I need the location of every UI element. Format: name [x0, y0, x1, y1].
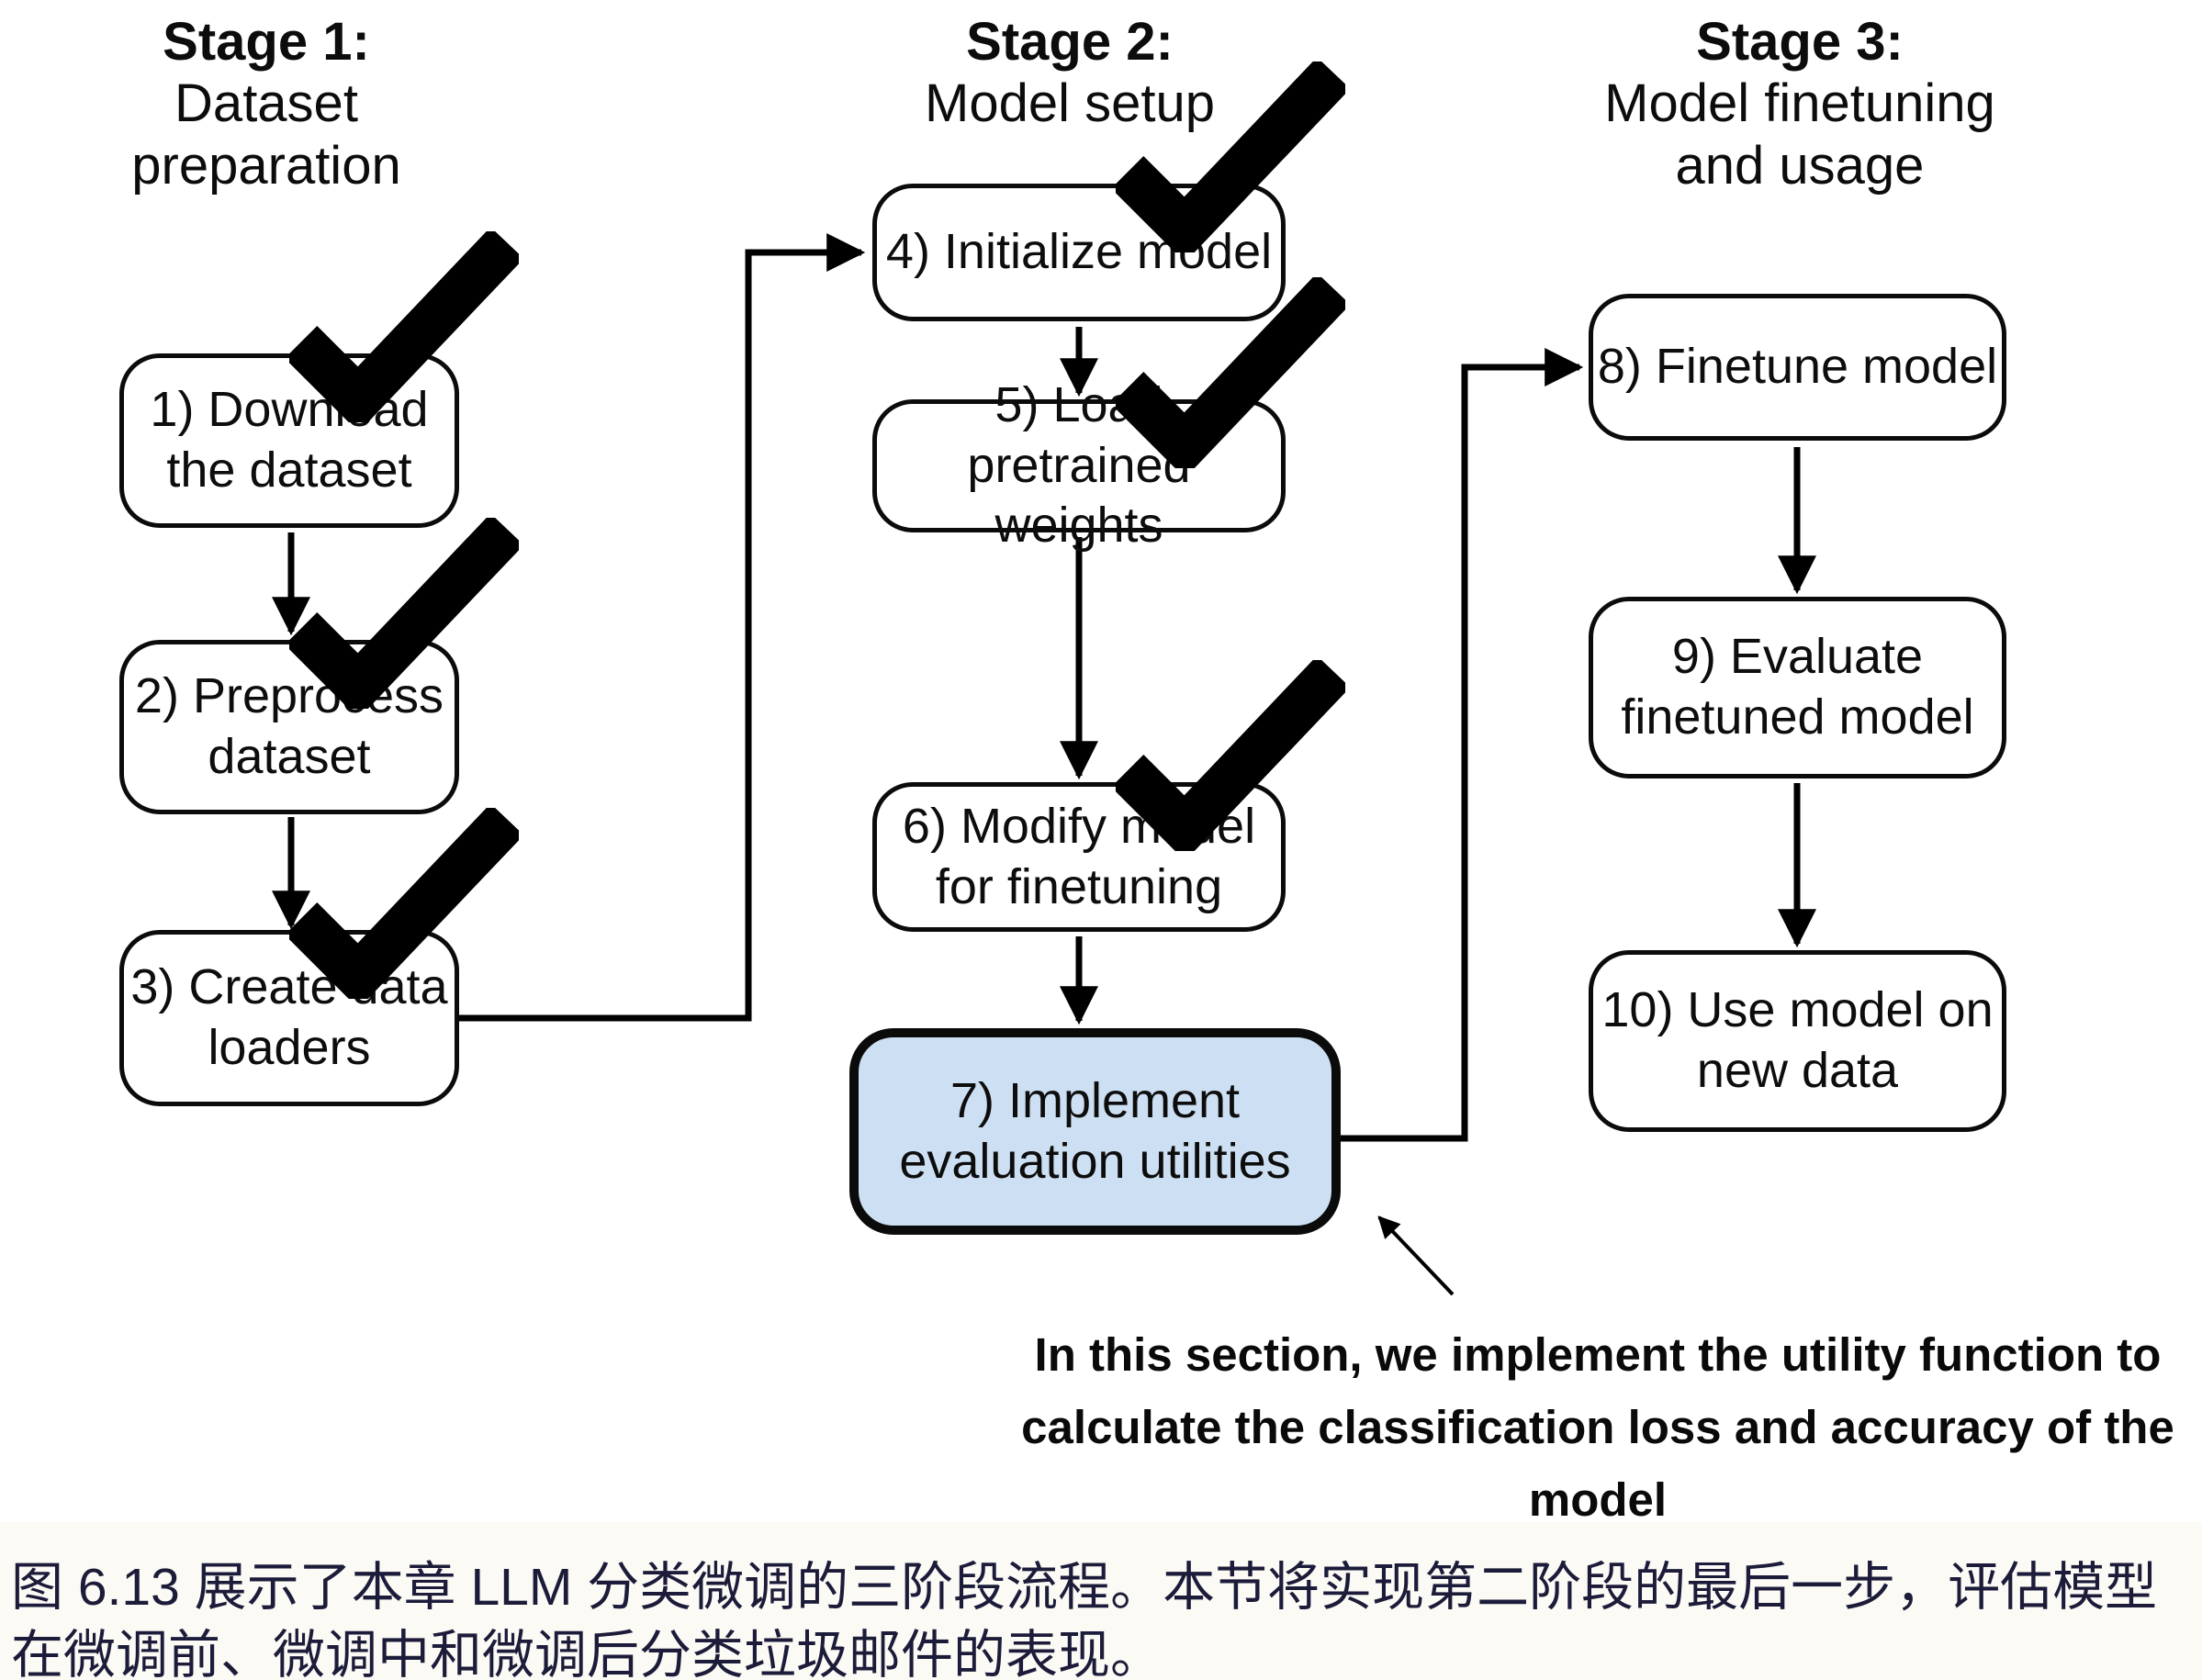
flow-box-4-label: 4) Initialize model — [885, 224, 1273, 280]
flow-box-7-label: 7) Implement evaluation utilities — [899, 1072, 1291, 1189]
flow-box-6-label: 6) Modify model for finetuning — [902, 798, 1256, 914]
caption-background-band — [0, 1522, 2202, 1680]
stage-3-title-label: Stage 3: — [1696, 12, 1904, 72]
flow-box-9-evaluate-finetuned-model: 9) Evaluate finetuned model — [1589, 597, 2006, 778]
flow-box-1-download-dataset: 1) Download the dataset — [119, 231, 519, 528]
figure-caption: 图 6.13 展示了本章 LLM 分类微调的三阶段流程。本节将实现第二阶段的最后… — [11, 1558, 2158, 1680]
stage-2-subtitle: Model setup — [925, 73, 1215, 134]
annotation-line-1: In this section, we implement the utilit… — [1034, 1328, 2162, 1381]
flow-box-3-create-data-loaders: 3) Create data loaders — [119, 808, 519, 1106]
stage-2-title-label: Stage 2: — [966, 12, 1174, 72]
flow-box-5-load-pretrained-weights: 5) Load pretrained weights — [872, 277, 1345, 553]
stage-1-subtitle: Dataset preparation — [131, 73, 401, 196]
flow-box-1-label: 1) Download the dataset — [150, 382, 429, 498]
stage-1-title: Stage 1: Dataset preparation — [37, 11, 496, 196]
flow-box-5-label: 5) Load pretrained weights — [967, 376, 1191, 554]
stage-3-title: Stage 3: Model finetuning and usage — [1570, 11, 2029, 196]
flow-box-9-label: 9) Evaluate finetuned model — [1621, 629, 1974, 745]
flow-box-6-modify-model-for-finetuning: 6) Modify model for finetuning — [872, 660, 1345, 932]
flow-box-2-label: 2) Preprocess dataset — [134, 668, 444, 784]
flow-box-4-initialize-model: 4) Initialize model — [872, 62, 1345, 321]
flow-box-7-implement-evaluation-utilities-highlighted: 7) Implement evaluation utilities — [849, 1028, 1341, 1235]
flow-box-10-use-model-on-new-data: 10) Use model on new data — [1589, 950, 2006, 1132]
connector-box3-to-box4 — [459, 233, 866, 1022]
flow-box-10-label: 10) Use model on new data — [1601, 982, 1994, 1098]
stage-3-subtitle: Model finetuning and usage — [1604, 73, 1995, 196]
stage-1-title-label: Stage 1: — [163, 12, 370, 72]
stage-2-title: Stage 2: Model setup — [840, 11, 1299, 135]
annotation-pointer-arrow — [1377, 1215, 1455, 1296]
flow-box-8-finetune-model: 8) Finetune model — [1589, 294, 2006, 441]
connector-box7-to-box8 — [1341, 348, 1584, 1142]
flow-box-2-preprocess-dataset: 2) Preprocess dataset — [119, 518, 519, 814]
flow-box-8-label: 8) Finetune model — [1597, 339, 1998, 395]
annotation-text: In this section, we implement the utilit… — [973, 1318, 2202, 1536]
annotation-line-2: calculate the classification loss and ac… — [1021, 1401, 2174, 1527]
flow-box-3-label: 3) Create data loaders — [130, 959, 448, 1075]
